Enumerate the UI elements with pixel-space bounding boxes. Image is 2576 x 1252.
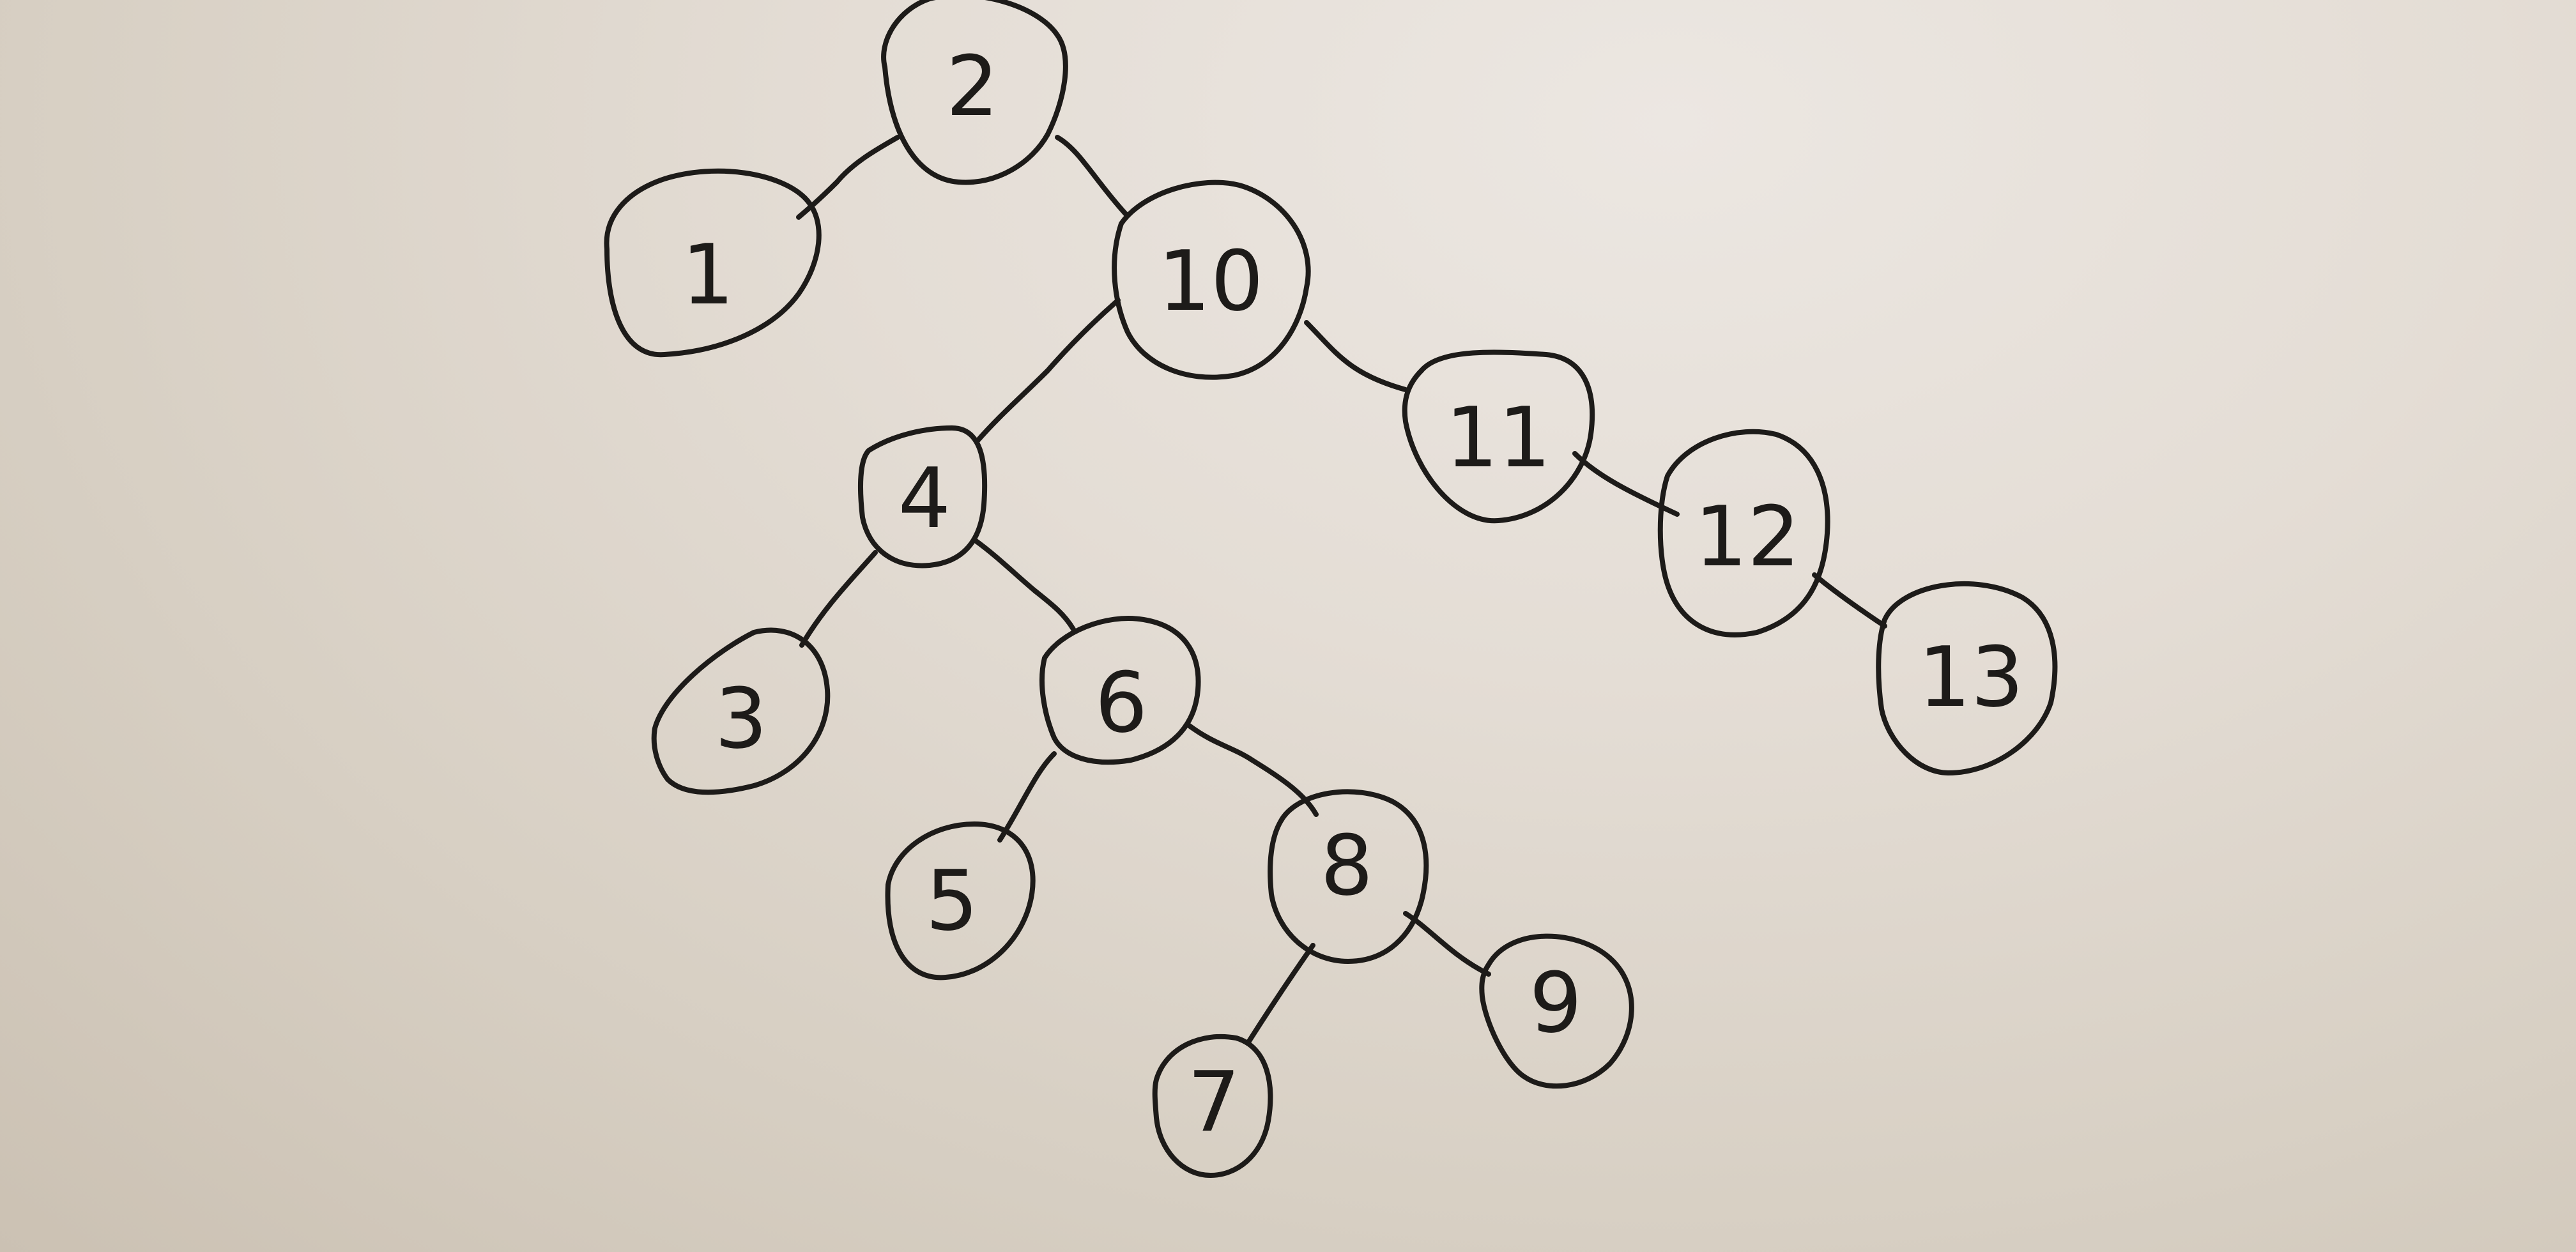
edge-8-7	[1246, 943, 1315, 1044]
tree-node: 4	[858, 425, 988, 569]
tree-node: 2	[881, 0, 1068, 185]
node-label-12: 12	[1694, 488, 1800, 585]
node-outline	[604, 168, 822, 358]
tree-node: 1	[604, 168, 822, 358]
edge-10-11	[1304, 320, 1408, 392]
node-label-5: 5	[926, 852, 979, 949]
node-label-3: 3	[715, 670, 768, 767]
tree-node: 3	[651, 627, 831, 795]
edge-4-6	[972, 537, 1076, 632]
node-outline	[1876, 581, 2058, 775]
node-label-2: 2	[946, 38, 999, 135]
edge-2-10	[1055, 135, 1128, 217]
node-outline	[1657, 429, 1830, 637]
node-outline	[1479, 933, 1634, 1089]
tree-node: 5	[885, 821, 1036, 981]
node-outline	[1039, 616, 1201, 765]
tree-node: 6	[1039, 616, 1201, 765]
edge-12-13	[1812, 572, 1887, 629]
node-label-13: 13	[1918, 629, 2023, 726]
node-label-7: 7	[1188, 1053, 1241, 1150]
node-label-8: 8	[1321, 817, 1374, 914]
edge-6-5	[997, 751, 1057, 843]
node-outline	[1268, 789, 1429, 964]
node-outline	[1402, 349, 1595, 524]
tree-node: 9	[1479, 933, 1634, 1089]
node-label-9: 9	[1529, 954, 1583, 1051]
node-outline	[858, 425, 988, 569]
tree-node: 13	[1876, 581, 2058, 775]
node-label-10: 10	[1158, 233, 1263, 330]
tree-node: 12	[1657, 429, 1830, 637]
node-outline	[885, 821, 1036, 981]
edge-10-4	[975, 298, 1121, 443]
tree-node: 11	[1402, 349, 1595, 524]
node-label-6: 6	[1095, 654, 1148, 751]
edge-6-8	[1186, 722, 1319, 817]
node-label-4: 4	[898, 450, 951, 547]
node-label-1: 1	[682, 226, 735, 323]
node-outline	[881, 0, 1068, 185]
node-label-11: 11	[1445, 389, 1551, 486]
node-outline	[1152, 1034, 1273, 1178]
tree-node: 7	[1152, 1034, 1273, 1178]
edge-8-9	[1403, 911, 1491, 977]
tree-node: 8	[1268, 789, 1429, 964]
node-outline	[1112, 179, 1311, 380]
edge-4-3	[799, 550, 878, 648]
node-outline	[651, 627, 831, 795]
tree-node: 10	[1112, 179, 1311, 380]
